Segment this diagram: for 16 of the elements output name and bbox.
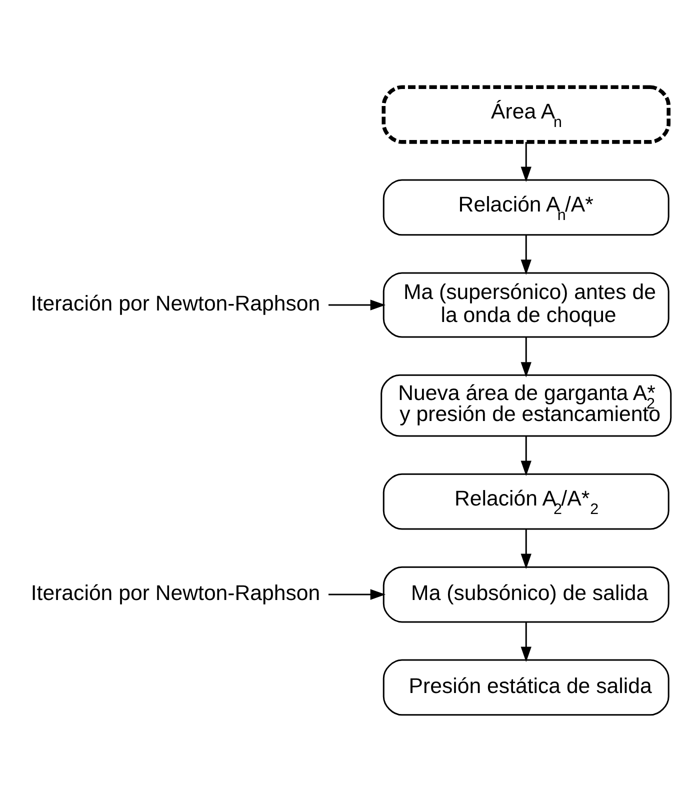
arrow bbox=[520, 528, 532, 569]
arrow bbox=[328, 299, 386, 310]
arrow bbox=[328, 588, 386, 600]
arrow bbox=[520, 336, 532, 377]
node-text: Iteración por Newton-Raphson bbox=[30, 291, 320, 316]
arrow bbox=[520, 436, 532, 476]
node-box: Área A$_{n}$ bbox=[382, 84, 670, 144]
node-box: Relación A$_{n}$/A* bbox=[382, 178, 670, 236]
arrow bbox=[520, 622, 532, 662]
node-text: Iteración por Newton-Raphson bbox=[30, 580, 320, 605]
node-box: Presión estática de salida bbox=[382, 658, 670, 716]
arrow bbox=[520, 234, 532, 274]
node-box: Relación A$_{2}$/A*$_{2}$ bbox=[382, 472, 670, 530]
arrow bbox=[520, 142, 532, 182]
node-box: Ma (subsónico) de salida bbox=[382, 566, 670, 622]
node-box: Ma (supersónico) antes de la onda de choque bbox=[382, 272, 670, 338]
